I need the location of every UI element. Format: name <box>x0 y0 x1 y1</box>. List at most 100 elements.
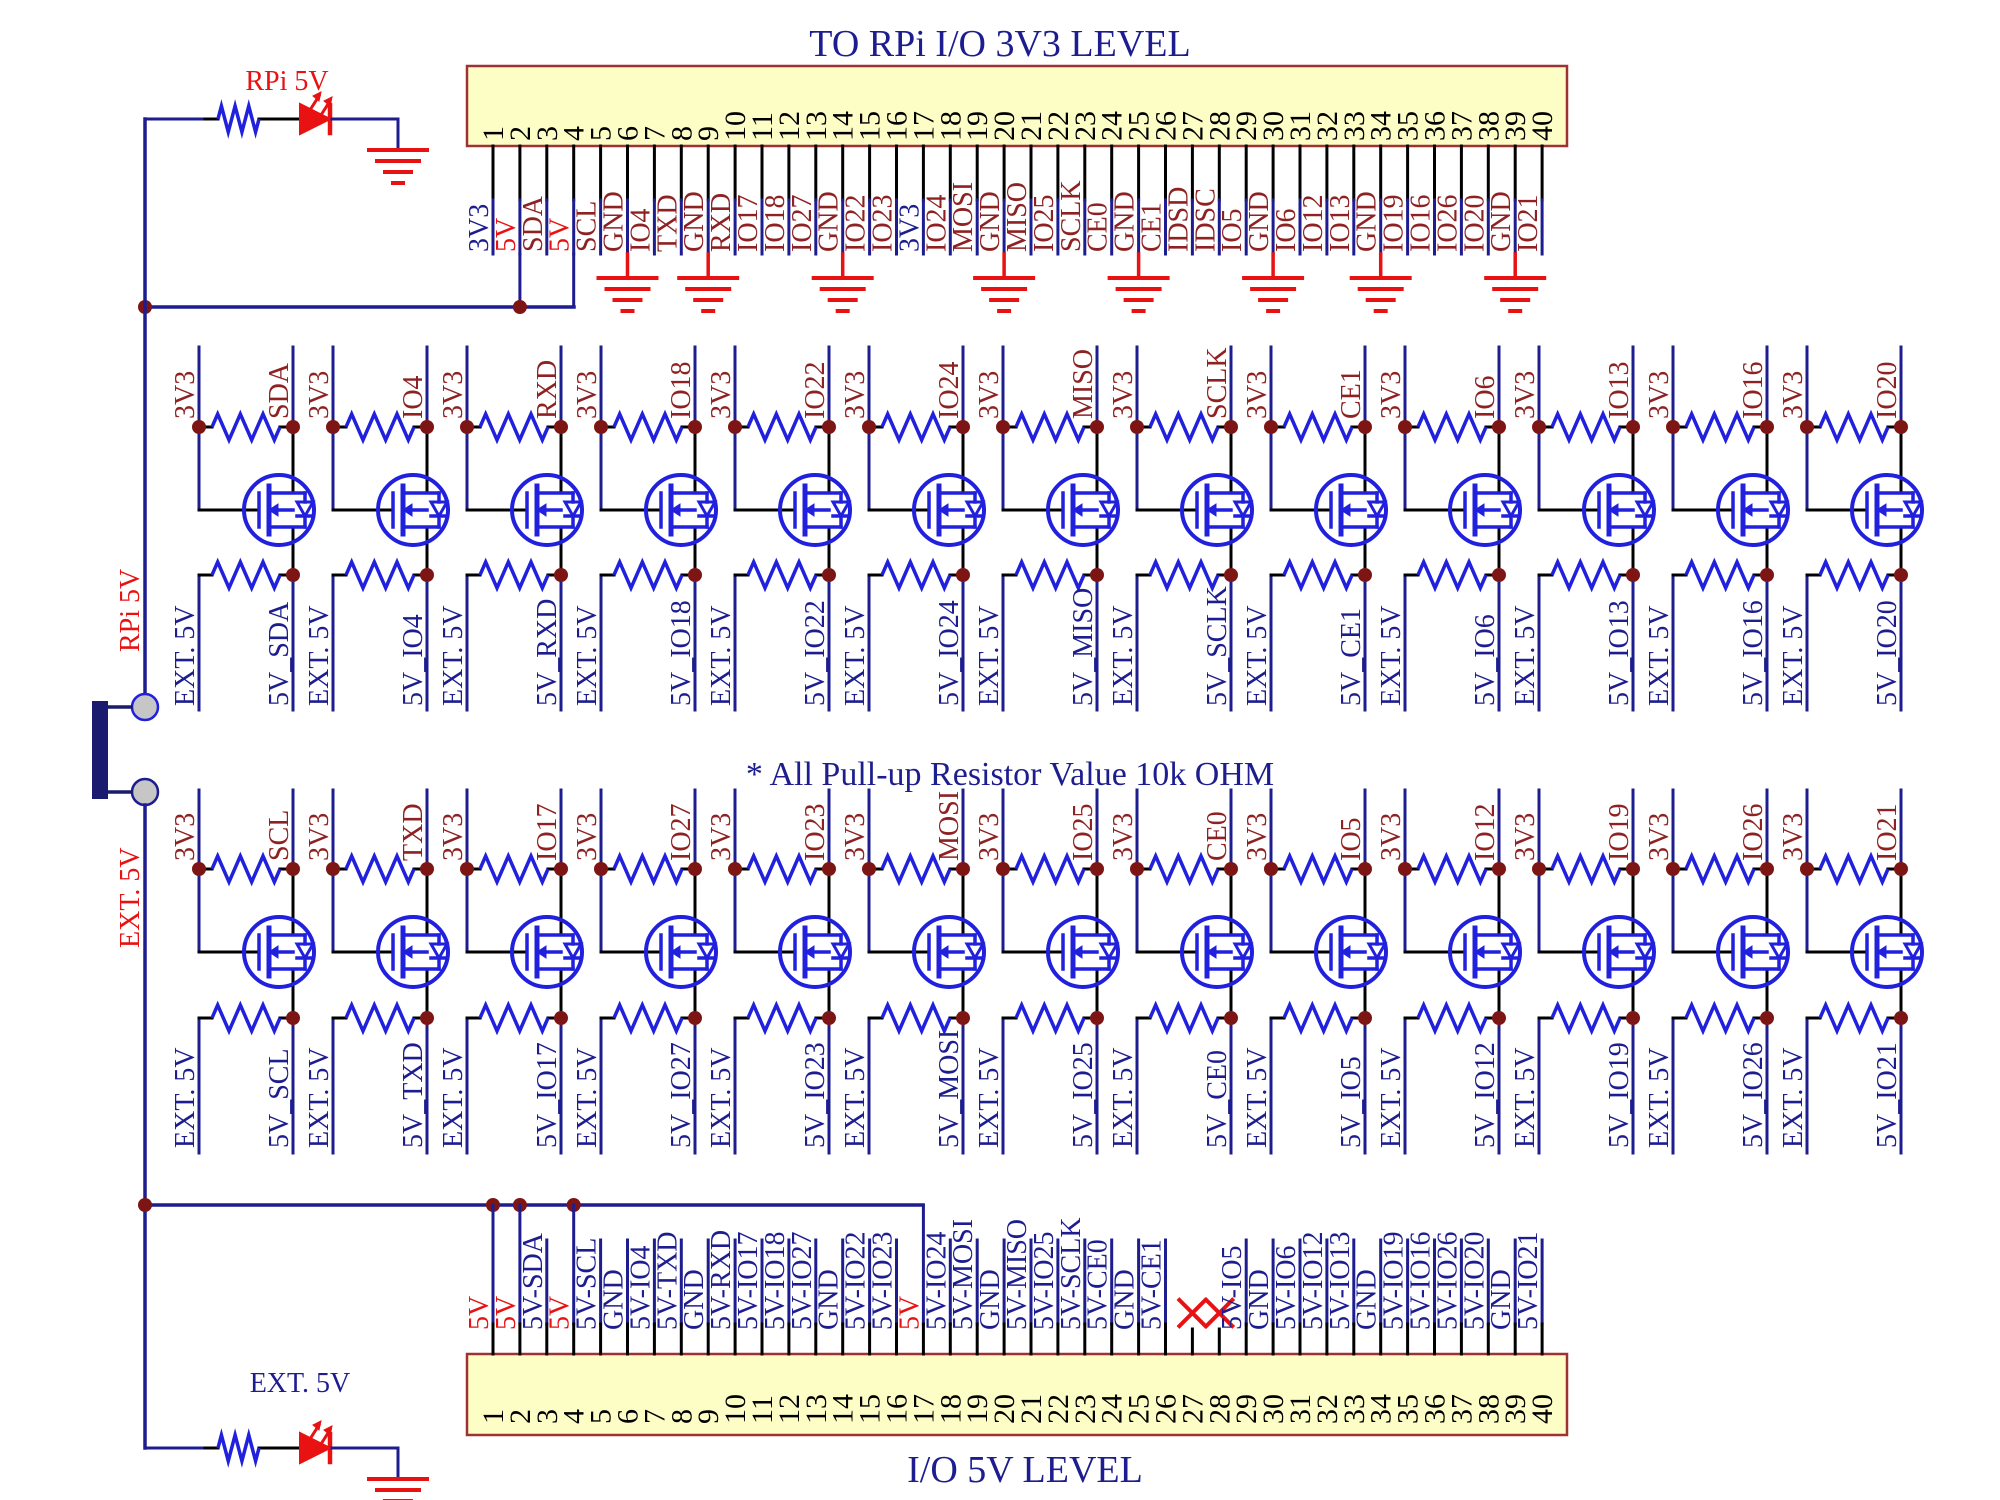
junction-dot <box>956 1011 970 1025</box>
pin-number: 27 <box>1176 1394 1209 1424</box>
body-diode <box>1366 500 1388 520</box>
mosfet-icon <box>1314 915 1388 989</box>
cell-net-label: 5V_SDA <box>264 601 295 706</box>
pin-number: 10 <box>719 1394 752 1424</box>
cell-ext5v-label: EXT. 5V <box>706 605 737 706</box>
mosfet-icon <box>1314 473 1388 547</box>
cell-signal-label: IO12 <box>1470 803 1501 861</box>
pin-label: 5V-IO13 <box>1325 1231 1356 1330</box>
mosfet-arrowhead <box>536 503 547 517</box>
junction-dot <box>286 420 300 434</box>
pin-label: 5V-IO19 <box>1379 1231 1410 1330</box>
resistor <box>612 1000 684 1036</box>
cell-signal-label: SDA <box>264 362 295 419</box>
body-diode <box>1902 500 1924 520</box>
cell-3v3-label: 3V3 <box>572 371 603 419</box>
cell-net-label: 5V_SCLK <box>1202 586 1233 706</box>
body-diode <box>830 500 852 520</box>
pin-number: 33 <box>1338 1394 1371 1424</box>
resistor <box>344 557 416 593</box>
jumper-pad-rpi <box>130 692 160 722</box>
junction-dot <box>554 862 568 876</box>
cell-signal-label: IO18 <box>666 361 697 419</box>
mosfet-arrowhead <box>804 945 815 959</box>
pin-number: 23 <box>1069 111 1102 141</box>
bottom-header-pin: 75V-IO4 <box>625 1238 671 1424</box>
resistor <box>1416 409 1488 445</box>
pin-label: 5V-IO16 <box>1406 1231 1437 1330</box>
pin-number: 31 <box>1284 111 1317 141</box>
pin-label: IO20 <box>1459 194 1490 252</box>
junction-dot <box>862 862 876 876</box>
mosfet-body <box>644 915 718 989</box>
mosfet-body <box>376 915 450 989</box>
power-select-jumper <box>92 692 160 807</box>
pin-number: 18 <box>934 1394 967 1424</box>
junction-dot <box>1398 420 1412 434</box>
junction-dot <box>594 420 608 434</box>
cell-3v3-label: 3V3 <box>438 813 469 861</box>
pin-number: 23 <box>1069 1394 1102 1424</box>
not-connected-x-icon <box>1203 1297 1236 1329</box>
body-diode <box>696 500 718 520</box>
mosfet-icon <box>1582 473 1656 547</box>
mosfet-icon <box>1582 915 1656 989</box>
pin-number: 4 <box>558 1409 591 1424</box>
pin-label: MISO <box>1002 182 1033 252</box>
pin-label: GND <box>1486 1269 1517 1330</box>
pin-number: 20 <box>988 111 1021 141</box>
pin-number: 4 <box>558 126 591 141</box>
cell-3v3-label: 3V3 <box>840 813 871 861</box>
pin-label: 5V-IO12 <box>1298 1231 1329 1330</box>
cell-ext5v-label: EXT. 5V <box>840 605 871 706</box>
cell-signal-label: IO5 <box>1336 817 1367 861</box>
not-connected-x-icon <box>1176 1297 1209 1329</box>
resistor <box>1684 851 1756 887</box>
pin-number: 25 <box>1123 1394 1156 1424</box>
mosfet-arrowhead <box>1742 503 1753 517</box>
pin-label: CE1 <box>1137 202 1168 252</box>
cell-signal-label: SCL <box>264 810 295 861</box>
resistor <box>210 851 282 887</box>
resistor <box>1282 557 1354 593</box>
cell-signal-label: IO22 <box>800 361 831 419</box>
pin-label: GND <box>599 1269 630 1330</box>
resistor <box>1148 851 1220 887</box>
cell-ext5v-label: EXT. 5V <box>1644 1047 1675 1148</box>
pin-label: 5V-MOSI <box>948 1219 979 1330</box>
pin-number: 36 <box>1419 111 1452 141</box>
body-diode <box>1768 942 1790 962</box>
junction-dot <box>1358 862 1372 876</box>
cell-3v3-label: 3V3 <box>438 371 469 419</box>
pin-number: 6 <box>612 126 645 141</box>
body-diode <box>1500 500 1522 520</box>
cell-signal-label: CE0 <box>1202 811 1233 861</box>
cell-net-label: 5V_SCL <box>264 1048 295 1148</box>
mosfet-icon <box>1448 915 1522 989</box>
mosfet-body <box>1180 473 1254 547</box>
cell-3v3-label: 3V3 <box>1644 371 1675 419</box>
pin-label: 5V-SCL <box>572 1238 603 1330</box>
pin-number: 17 <box>907 111 940 141</box>
body-diode <box>964 500 986 520</box>
junction-dot <box>512 300 527 314</box>
pin-label: 5V-IO22 <box>841 1231 872 1330</box>
resistor <box>344 851 416 887</box>
junction-dot <box>420 420 434 434</box>
